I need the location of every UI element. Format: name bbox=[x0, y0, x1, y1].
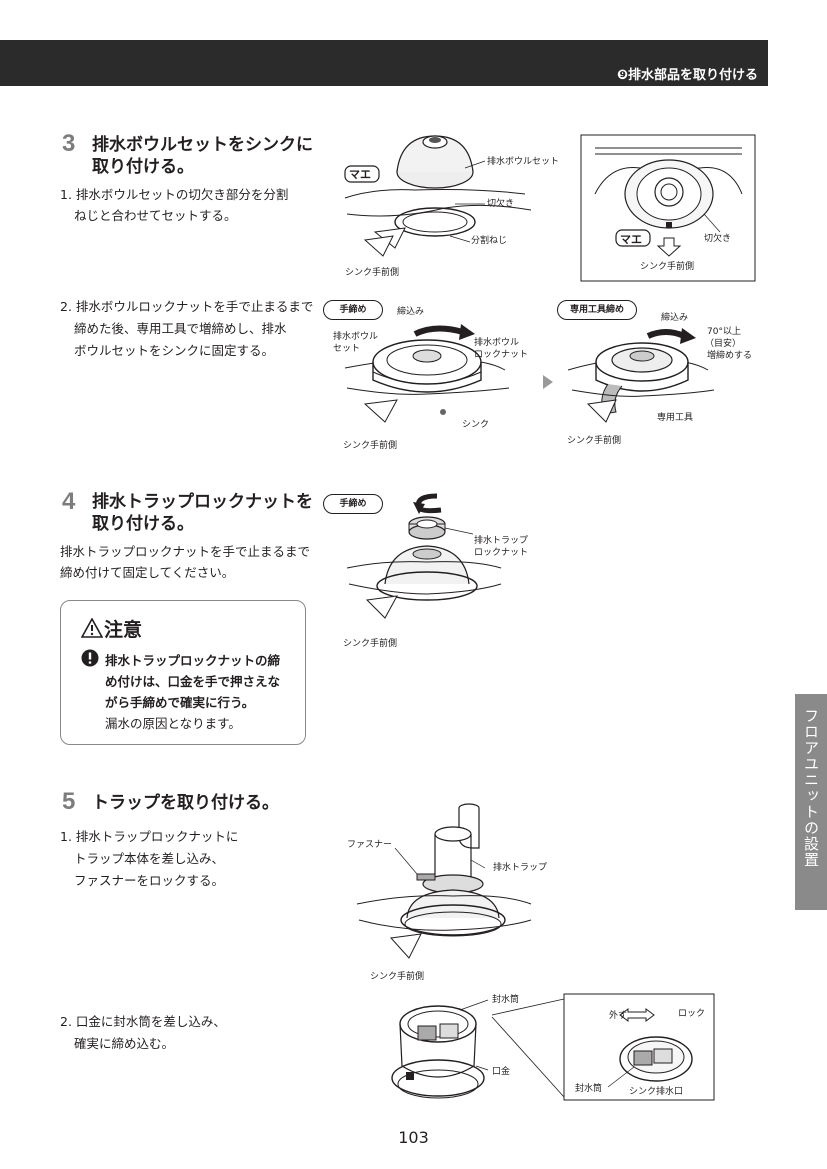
step-number-3: 3 bbox=[62, 130, 76, 157]
page-number: 103 bbox=[398, 1128, 429, 1147]
bowl-top-view-illustration bbox=[580, 134, 756, 282]
tighten-label: 締込み bbox=[397, 307, 425, 317]
bowl-set-illustration bbox=[344, 135, 532, 257]
step5-item1-line2: トラップ本体を差し込み、 bbox=[74, 851, 225, 866]
step5-item2-line1: 2. 口金に封水筒を差し込み、 bbox=[60, 1014, 226, 1029]
sink-front-label: シンク手前側 bbox=[345, 268, 400, 278]
caution-line1: 排水トラップロックナットの締 bbox=[105, 653, 281, 668]
caution-line3: がら手締めで確実に行う。 bbox=[105, 695, 255, 710]
caution-line4: 漏水の原因となります。 bbox=[105, 716, 241, 731]
locknut-label-a: 排水ボウル bbox=[474, 338, 520, 348]
step-number-5: 5 bbox=[62, 788, 76, 815]
seal-tube-detail-illustration bbox=[491, 993, 715, 1101]
section-header-bar: ❾排水部品を取り付ける bbox=[0, 40, 768, 86]
sink-front-label-3: シンク手前側 bbox=[343, 441, 398, 451]
warning-triangle-icon bbox=[81, 618, 103, 638]
tool-tighten-badge: 専用工具締め bbox=[557, 300, 637, 320]
step4-body-line1: 排水トラップロックナットを手で止まるまで bbox=[60, 544, 311, 559]
notch-label-2: 切欠き bbox=[704, 234, 732, 244]
hand-tighten-illustration bbox=[344, 324, 510, 423]
step3-item2-line2: 締めた後、専用工具で増締めし、排水 bbox=[74, 321, 287, 336]
sink-front-label-2: シンク手前側 bbox=[640, 262, 695, 272]
trap-locknut-label-a: 排水トラップ bbox=[474, 536, 529, 546]
trap-locknut-illustration bbox=[346, 493, 502, 619]
step5-title: トラップを取り付ける。 bbox=[92, 793, 279, 813]
step3-item1-line1: 1. 排水ボウルセットの切欠き部分を分割 bbox=[60, 187, 289, 202]
sink-label: シンク bbox=[462, 420, 490, 430]
step3-title-line2: 取り付ける。 bbox=[92, 157, 194, 177]
sink-front-label-4: シンク手前側 bbox=[567, 436, 622, 446]
step3-title-line1: 排水ボウルセットをシンクに bbox=[92, 135, 313, 155]
hand-tighten-badge-2: 手締め bbox=[323, 494, 383, 514]
caution-title: 注意 bbox=[104, 619, 143, 641]
step3-item2-line1: 2. 排水ボウルロックナットを手で止まるまで bbox=[60, 299, 314, 314]
caution-line2: め付けは、口金を手で押さえな bbox=[105, 674, 281, 689]
tighten-label-2: 締込み bbox=[661, 313, 689, 323]
section-title: ❾排水部品を取り付ける bbox=[616, 68, 758, 83]
split-screw-label: 分割ねじ bbox=[471, 236, 508, 246]
sink-outlet-label: シンク排水口 bbox=[629, 1087, 684, 1097]
trap-label: 排水トラップ bbox=[493, 863, 548, 873]
exclamation-icon bbox=[81, 649, 99, 667]
step5-item1-line1: 1. 排水トラップロックナットに bbox=[60, 829, 239, 844]
next-arrow-icon bbox=[543, 375, 553, 389]
tool-tighten-illustration bbox=[568, 328, 715, 423]
seal-tube-label-2: 封水筒 bbox=[575, 1084, 603, 1094]
step3-item1-line2: ねじと合わせてセットする。 bbox=[74, 208, 237, 223]
mae-label-2: マエ bbox=[620, 233, 642, 246]
seal-tube-label: 封水筒 bbox=[492, 995, 520, 1005]
hand-tighten-badge: 手締め bbox=[323, 300, 383, 320]
step4-title-line1: 排水トラップロックナットを bbox=[92, 492, 313, 512]
sink-front-label-6: シンク手前側 bbox=[370, 972, 425, 982]
step4-body-line2: 締め付けて固定してください。 bbox=[60, 565, 235, 580]
chapter-side-tab-label: フロアユニットの設置 bbox=[802, 708, 820, 868]
sink-front-label-5: シンク手前側 bbox=[343, 639, 398, 649]
fastener-label: ファスナー bbox=[347, 840, 393, 850]
bowl-set-label: 排水ボウルセット bbox=[487, 157, 560, 167]
notch-label: 切欠き bbox=[487, 199, 515, 209]
mae-label: マエ bbox=[349, 168, 371, 181]
tool-label: 専用工具 bbox=[657, 413, 694, 423]
chapter-side-tab[interactable]: フロアユニットの設置 bbox=[795, 694, 827, 910]
bowl-set-label-b: セット bbox=[333, 344, 361, 354]
remove-label: 外す bbox=[609, 1011, 628, 1021]
trap-body-illustration bbox=[356, 803, 532, 959]
locknut-label-b: ロックナット bbox=[474, 350, 529, 360]
seal-tube-illustration bbox=[391, 999, 489, 1099]
angle-label-b: （目安） bbox=[705, 339, 742, 349]
step4-title-line2: 取り付ける。 bbox=[92, 514, 194, 534]
caution-box: 注意 排水トラップロックナットの締 め付けは、口金を手で押さえな がら手締めで確… bbox=[60, 600, 306, 745]
lock-label: ロック bbox=[678, 1009, 706, 1019]
step5-item2-line2: 確実に締め込む。 bbox=[74, 1036, 175, 1051]
angle-label-a: 70°以上 bbox=[707, 327, 741, 337]
step3-item2-line3: ボウルセットをシンクに固定する。 bbox=[74, 343, 275, 358]
bowl-set-label-a: 排水ボウル bbox=[333, 332, 379, 342]
mouthpiece-label: 口金 bbox=[492, 1067, 511, 1077]
step5-item1-line3: ファスナーをロックする。 bbox=[74, 873, 225, 888]
step-number-4: 4 bbox=[62, 488, 76, 515]
angle-label-c: 増締めする bbox=[707, 351, 753, 361]
trap-locknut-label-b: ロックナット bbox=[474, 548, 529, 558]
